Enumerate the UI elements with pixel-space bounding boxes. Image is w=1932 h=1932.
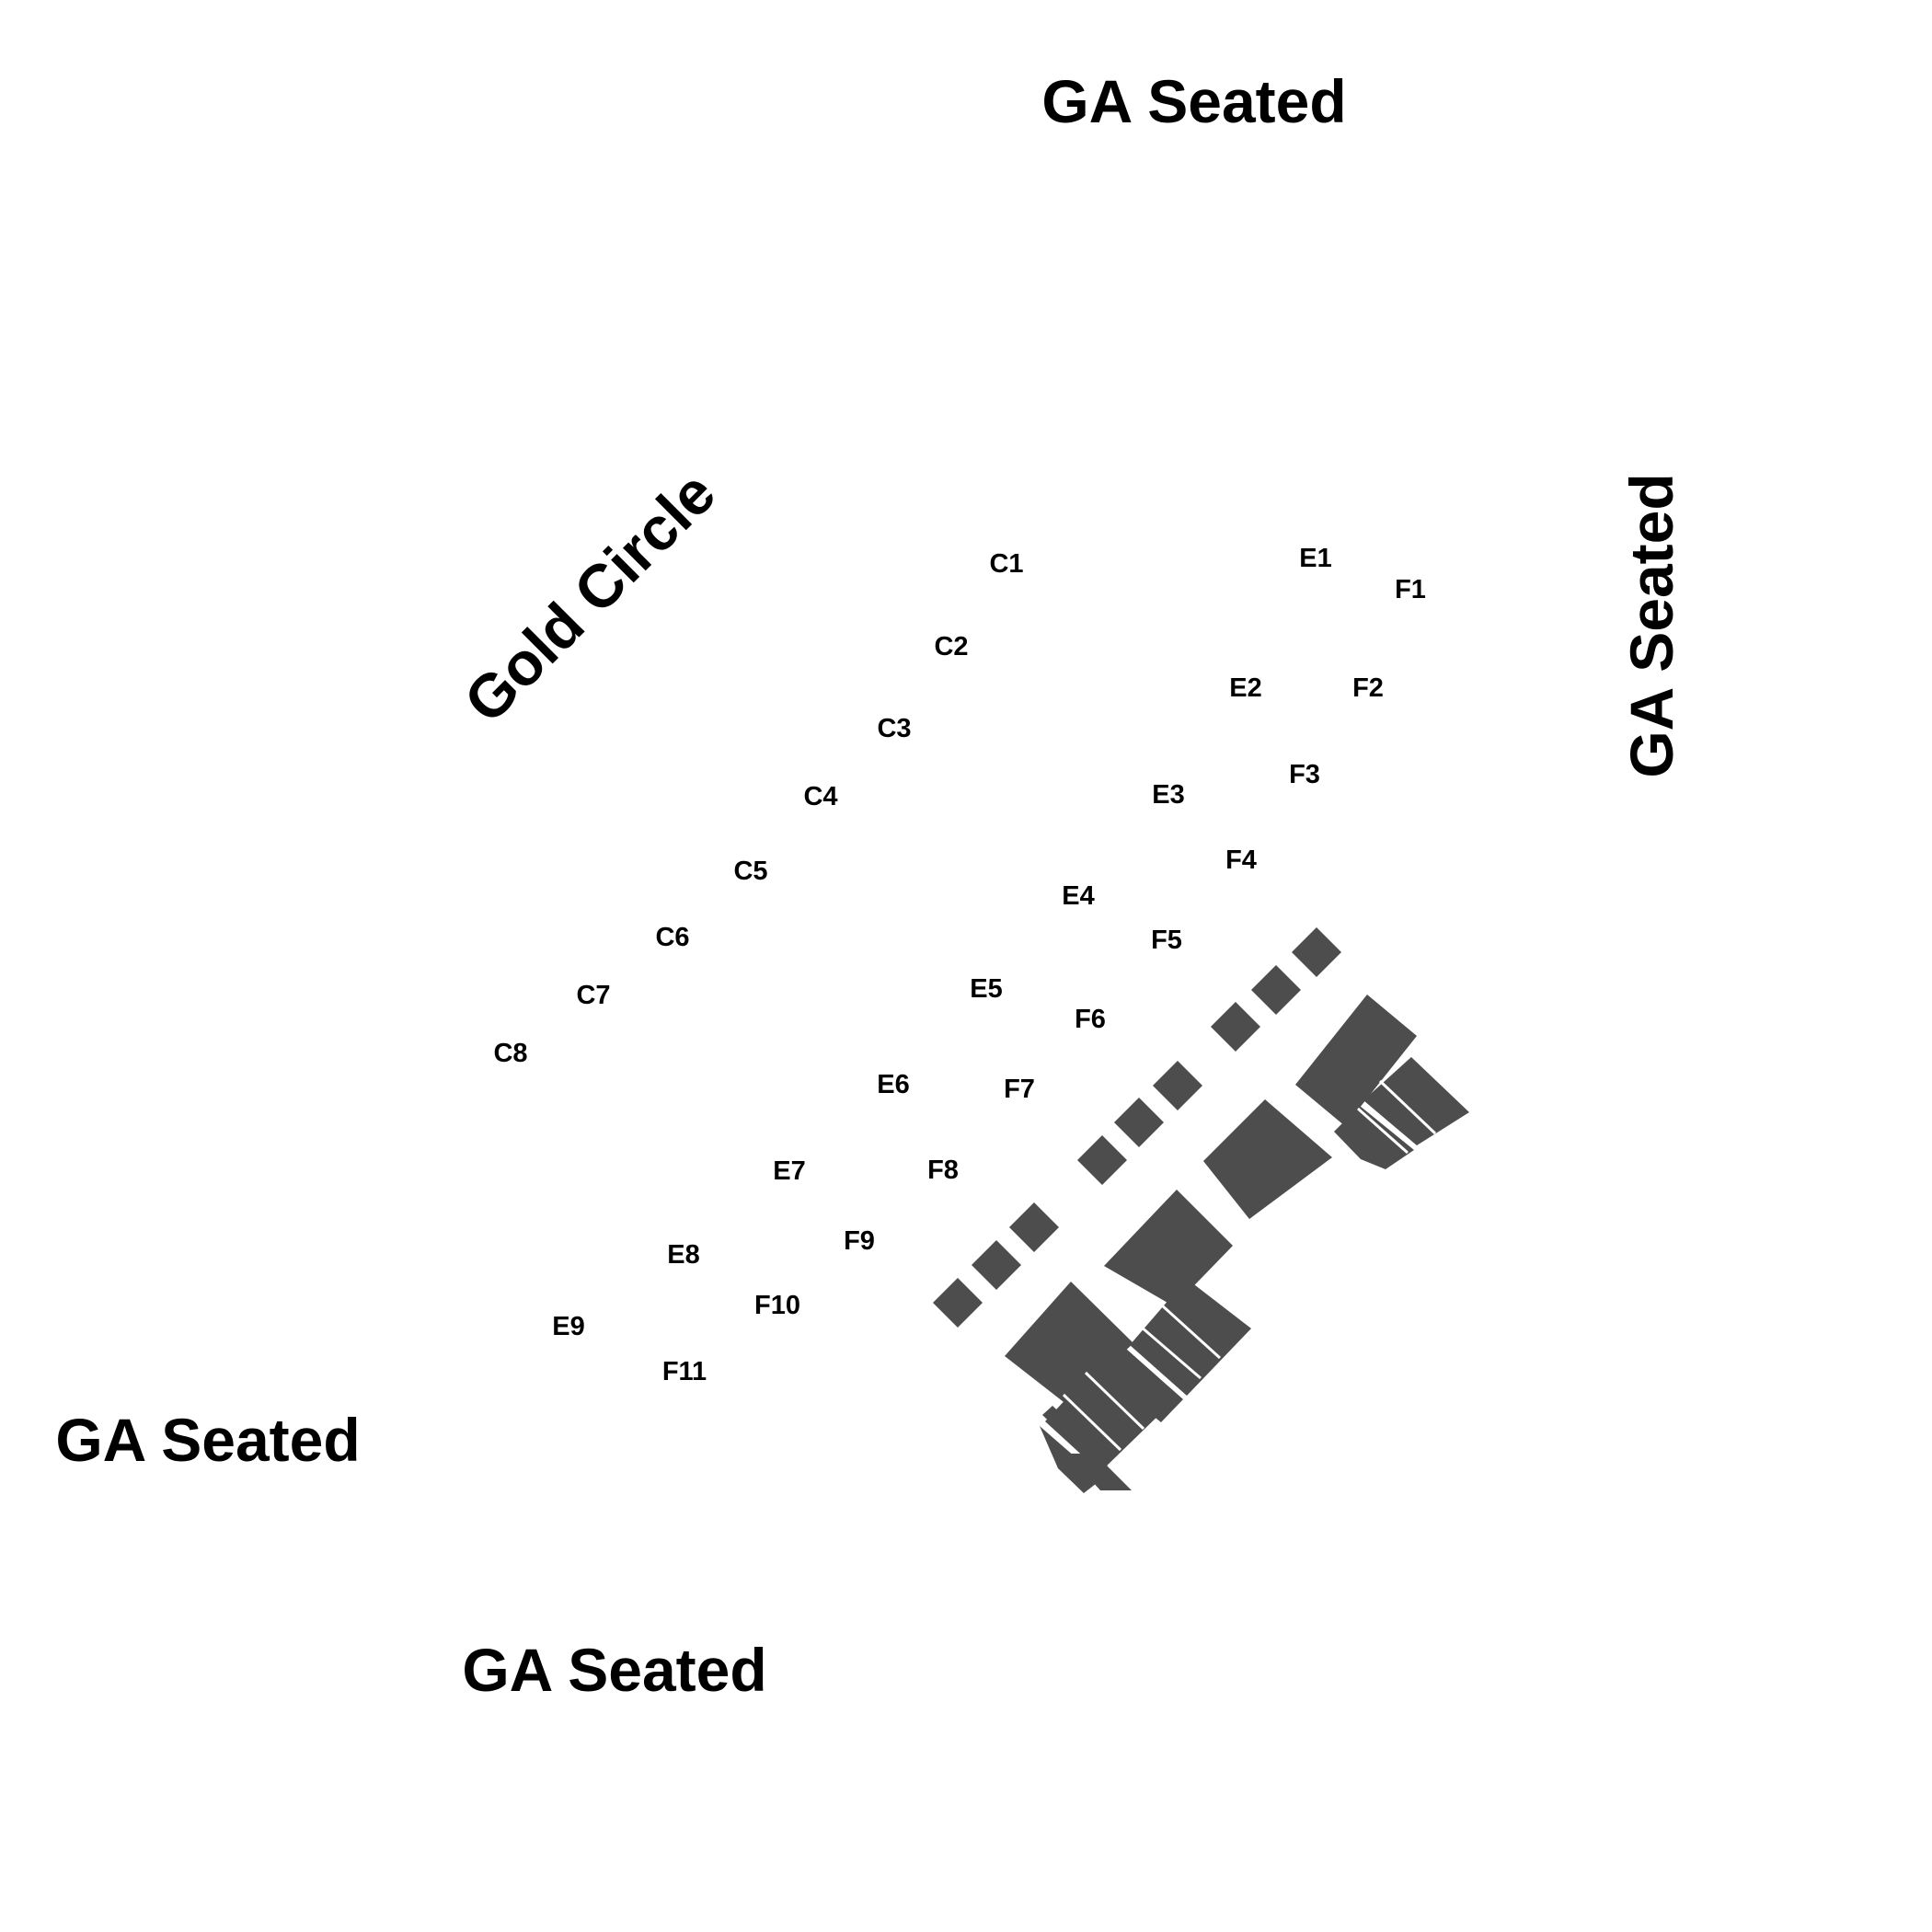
section-label-f10[interactable]: F10 bbox=[754, 1291, 800, 1320]
section-label-f1[interactable]: F1 bbox=[1395, 575, 1426, 604]
section-label-f7[interactable]: F7 bbox=[1004, 1075, 1035, 1104]
large-block-2 bbox=[1203, 1099, 1332, 1219]
section-label-c1[interactable]: C1 bbox=[989, 549, 1023, 579]
section-label-c4[interactable]: C4 bbox=[803, 782, 837, 811]
small-block-1 bbox=[1292, 927, 1341, 977]
section-label-f8[interactable]: F8 bbox=[927, 1156, 959, 1185]
section-label-f6[interactable]: F6 bbox=[1075, 1005, 1106, 1034]
section-label-f4[interactable]: F4 bbox=[1225, 845, 1257, 875]
small-block-8 bbox=[972, 1240, 1021, 1290]
section-label-f3[interactable]: F3 bbox=[1289, 760, 1320, 789]
section-label-e1[interactable]: E1 bbox=[1299, 544, 1331, 573]
large-block-3 bbox=[1104, 1190, 1233, 1306]
zone-label-ga-seated-left[interactable]: GA Seated bbox=[55, 1406, 360, 1474]
small-block-4 bbox=[1153, 1061, 1202, 1110]
section-label-e9[interactable]: E9 bbox=[552, 1312, 584, 1341]
section-label-f11[interactable]: F11 bbox=[662, 1357, 707, 1386]
small-block-2 bbox=[1251, 965, 1301, 1015]
small-block-9 bbox=[933, 1278, 983, 1328]
section-label-e5[interactable]: E5 bbox=[970, 974, 1002, 1004]
zone-label-ga-seated-bottom[interactable]: GA Seated bbox=[462, 1636, 766, 1704]
section-label-e8[interactable]: E8 bbox=[667, 1240, 699, 1270]
zone-label-gold-circle[interactable]: Gold Circle bbox=[451, 458, 728, 735]
section-label-c8[interactable]: C8 bbox=[493, 1039, 527, 1068]
zone-label-ga-seated-top[interactable]: GA Seated bbox=[1041, 67, 1346, 135]
large-block-1 bbox=[1295, 995, 1417, 1126]
section-label-e3[interactable]: E3 bbox=[1152, 780, 1184, 810]
large-block-4 bbox=[1005, 1282, 1133, 1405]
section-label-e2[interactable]: E2 bbox=[1229, 673, 1261, 703]
section-label-e4[interactable]: E4 bbox=[1062, 881, 1094, 911]
section-label-e7[interactable]: E7 bbox=[773, 1156, 805, 1186]
section-label-c6[interactable]: C6 bbox=[655, 923, 689, 952]
segmented-block-bottom bbox=[1040, 1352, 1167, 1493]
section-label-c7[interactable]: C7 bbox=[576, 981, 610, 1010]
section-label-e6[interactable]: E6 bbox=[877, 1070, 909, 1099]
section-label-f2[interactable]: F2 bbox=[1352, 673, 1384, 703]
section-label-f5[interactable]: F5 bbox=[1151, 926, 1182, 955]
section-label-c3[interactable]: C3 bbox=[877, 714, 911, 743]
small-block-6 bbox=[1077, 1135, 1127, 1185]
section-label-f9[interactable]: F9 bbox=[844, 1226, 875, 1256]
small-block-3 bbox=[1211, 1002, 1260, 1052]
segmented-block-right bbox=[1334, 1057, 1469, 1169]
zone-label-ga-seated-right[interactable]: GA Seated bbox=[1617, 473, 1685, 777]
section-label-c2[interactable]: C2 bbox=[934, 632, 968, 661]
section-label-c5[interactable]: C5 bbox=[733, 857, 767, 886]
small-block-5 bbox=[1114, 1098, 1164, 1147]
small-block-7 bbox=[1009, 1202, 1059, 1252]
